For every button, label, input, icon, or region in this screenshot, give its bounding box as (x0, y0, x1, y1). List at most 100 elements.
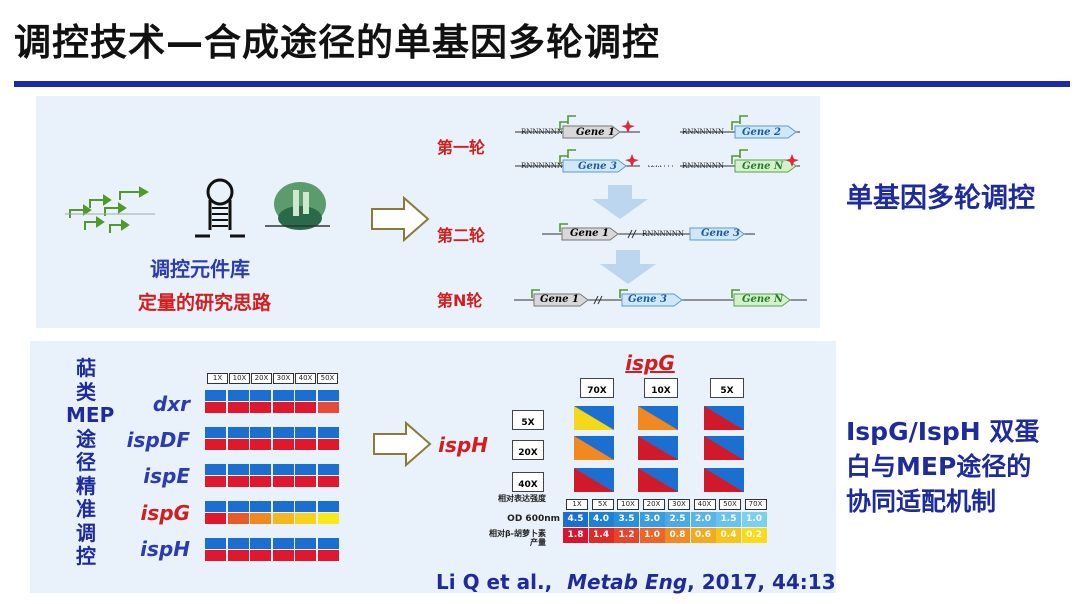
carotene-label: 相对β-胡萝卜素产量 (488, 529, 546, 547)
heatmap-cell (317, 538, 339, 549)
heatmap-cell (227, 513, 249, 524)
fold-box: 1X (207, 373, 228, 384)
ellipsis: …… (648, 161, 662, 169)
fold-box: 20X (251, 373, 272, 384)
heatmap-cell (317, 550, 339, 561)
ispg-level-box: 70X (580, 378, 614, 398)
regulatory-elements-illustration (65, 178, 330, 238)
scale-fold-box: 30X (668, 499, 690, 510)
heatmap-cell (205, 538, 226, 549)
scale-title: 相对表达强度 (498, 494, 546, 503)
round-1-label: 第一轮 (437, 138, 486, 157)
gene-name: ispE (143, 464, 190, 488)
heatmap-cell (272, 476, 294, 487)
carotene-cell: 1.4 (588, 528, 614, 543)
scale-fold-box: 10X (617, 499, 639, 510)
carotene-cell: 1.0 (639, 528, 665, 543)
heatmap-cell (295, 513, 316, 524)
right-arrow-icon (371, 195, 430, 243)
heatmap-cell (295, 501, 316, 512)
heatmap-cell (317, 501, 339, 512)
od-label: OD 600nm (507, 514, 560, 524)
heatmap-cell (317, 513, 339, 524)
combination-tile (574, 436, 614, 460)
gene-label: Gene 3 (701, 228, 740, 239)
gene-label: Gene 1 (576, 127, 615, 138)
down-arrow-icon (592, 185, 648, 219)
combination-tile (638, 468, 678, 492)
round-2-construct (542, 223, 755, 241)
vertical-label-char: 径 (76, 450, 96, 474)
heatmap-cell (227, 550, 249, 561)
od-cell: 3.5 (614, 512, 639, 527)
bottom-panel (30, 341, 836, 593)
promoter-arrows-icon (69, 186, 150, 233)
ispg-level-box: 5X (710, 378, 744, 398)
top-panel (36, 96, 820, 328)
gene-label: Gene 2 (742, 127, 781, 138)
heatmap-cell (250, 550, 271, 561)
heatmap-cell (317, 427, 339, 438)
mechanism-line-1: IspG/IspH 双蛋 (846, 417, 1040, 446)
fold-box: 50X (317, 373, 338, 384)
citation-journal: Metab Eng (567, 570, 688, 594)
heatmap-cell (205, 464, 226, 475)
heatmap-cell (317, 402, 339, 413)
heatmap-cell (272, 439, 294, 450)
fold-box: 40X (295, 373, 316, 384)
rna-hairpin-icon (195, 178, 245, 238)
scale-fold-box: 50X (719, 499, 741, 510)
heatmap-cell (227, 390, 249, 401)
od-cell: 4.0 (588, 512, 614, 527)
heatmap-cell (295, 402, 316, 413)
rbs-label: RNNNNNN (682, 162, 725, 170)
heatmap-cell (295, 538, 316, 549)
down-arrow-icon (600, 250, 656, 284)
heatmap-cell (205, 439, 226, 450)
heatmap-cell (227, 501, 249, 512)
gene-label: Gene 3 (578, 161, 617, 172)
heatmap-cell (272, 538, 294, 549)
vertical-label-char: 类 (76, 379, 96, 404)
vertical-label-char: 精 (76, 473, 96, 498)
vertical-label-char: MEP (66, 403, 115, 427)
library-label: 调控元件库 (150, 257, 250, 281)
heatmap-cell (250, 402, 271, 413)
heatmap-cell (295, 390, 316, 401)
heatmap-cell (250, 439, 271, 450)
od-cell: 2.0 (690, 512, 716, 527)
heatmap-cell (250, 464, 271, 475)
scale-fold-box: 40X (693, 499, 716, 510)
gene-name: ispDF (126, 428, 190, 452)
combination-tile (638, 436, 678, 460)
heatmap-cell (227, 538, 249, 549)
single-gene-multi-round-text: 单基因多轮调控 (846, 183, 1035, 214)
fold-box: 10X (229, 373, 250, 384)
heatmap-cell (272, 464, 294, 475)
isph-level-box: 40X (512, 472, 544, 492)
isph-level-box: 5X (512, 410, 544, 430)
ispg-level-box: 10X (644, 378, 678, 398)
mechanism-line-2: 白与MEP途径的 (846, 452, 1032, 481)
combination-tile (574, 406, 614, 430)
fold-box: 30X (273, 373, 294, 384)
combination-tile (704, 468, 744, 492)
heatmap-cell (272, 390, 294, 401)
heatmap-cell (227, 464, 249, 475)
heatmap-cell (205, 402, 226, 413)
heatmap-cell (295, 476, 316, 487)
ispg-label: ispG (625, 351, 675, 375)
combination-tile (638, 406, 678, 430)
combination-tile (704, 406, 744, 430)
vertical-label-char: 途 (76, 426, 96, 451)
heatmap-cell (272, 427, 294, 438)
scale-fold-box: 20X (642, 499, 665, 510)
vertical-label-char: 调 (76, 520, 96, 545)
heatmap-cell (272, 402, 294, 413)
heatmap-cell (205, 476, 226, 487)
right-arrow-icon (373, 420, 432, 468)
isph-label: ispH (438, 433, 488, 457)
rbs-label: RNNNNNN (521, 128, 564, 136)
heatmap-cell (250, 501, 271, 512)
